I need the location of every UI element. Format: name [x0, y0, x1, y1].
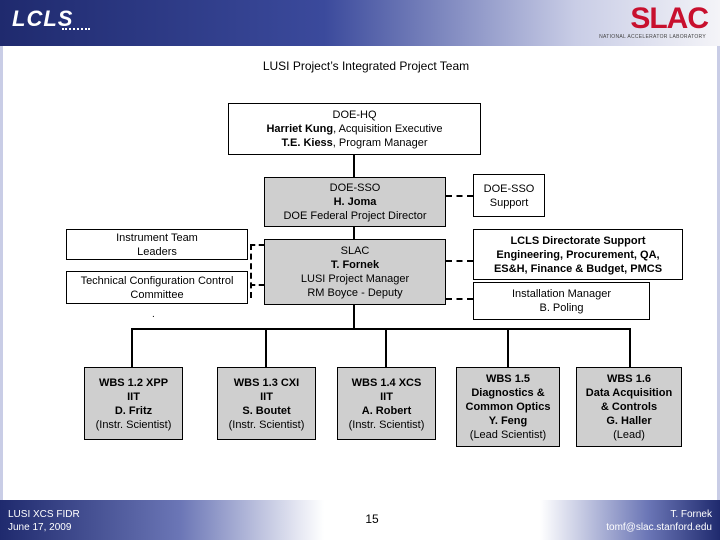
doe-sso-role: DOE Federal Project Director [283, 210, 427, 222]
footer-left: LUSI XCS FIDR June 17, 2009 [8, 508, 80, 534]
wbs-cxi-team: IIT [260, 390, 273, 403]
slac-pm-org: SLAC [340, 245, 370, 257]
tech-config-box: Technical Configuration Control Committe… [66, 271, 248, 304]
lcls-logo: LCLS [12, 6, 74, 31]
doe-sso-support-line2: Support [489, 196, 529, 209]
connector-wbs-4 [507, 328, 509, 367]
footer-author: T. Fornek [670, 509, 712, 520]
wbs-diag-line3: Common Optics [465, 401, 551, 413]
page-number: 15 [365, 512, 379, 526]
doe-sso-box: DOE-SSO H. Joma DOE Federal Project Dire… [264, 177, 446, 227]
doe-sso-support-line1: DOE-SSO [483, 182, 535, 195]
slide-title: LUSI Project’s Integrated Project Team [262, 59, 470, 73]
footer-right: T. Fornek tomf@slac.stanford.edu [606, 508, 712, 534]
wbs-xpp-team: IIT [127, 390, 140, 403]
wbs-cxi-lead: S. Boutet [242, 404, 291, 417]
wbs-box-cxi: WBS 1.3 CXI IIT S. Boutet (Instr. Scient… [217, 367, 316, 440]
lcls-logo-underline [62, 28, 90, 30]
footer-doc-title: LUSI XCS FIDR [8, 509, 80, 520]
footer-email: tomf@slac.stanford.edu [606, 522, 712, 533]
connector-bus [131, 328, 631, 330]
doe-hq-box: DOE-HQ Harriet Kung, Acquisition Executi… [228, 103, 481, 155]
wbs-box-xcs: WBS 1.4 XCS IIT A. Robert (Instr. Scient… [337, 367, 436, 440]
wbs-box-xpp: WBS 1.2 XPP IIT D. Fritz (Instr. Scienti… [84, 367, 183, 440]
dashed-left-bottom [250, 284, 264, 286]
wbs-cxi-title: WBS 1.3 CXI [233, 376, 300, 389]
wbs-xcs-lead: A. Robert [361, 404, 412, 417]
doe-hq-line1: Harriet Kung, Acquisition Executive [266, 123, 443, 135]
left-border [0, 46, 3, 500]
tech-config-line1: Technical Configuration Control [80, 274, 234, 287]
doe-sso-org: DOE-SSO [329, 182, 381, 194]
wbs-box-daq: WBS 1.6 Data Acquisition & Controls G. H… [576, 367, 682, 447]
dashed-left-vertical [250, 244, 252, 298]
install-mgr-box: Installation Manager B. Poling [473, 282, 650, 320]
wbs-diag-lead: Y. Feng [488, 415, 528, 427]
wbs-xpp-title: WBS 1.2 XPP [98, 376, 169, 389]
connector-hq-sso [353, 154, 355, 178]
footer-bar [0, 500, 720, 540]
wbs-diag-line2: Diagnostics & [471, 387, 545, 399]
slac-logo-subtitle: NATIONAL ACCELERATOR LABORATORY [599, 34, 706, 40]
instrument-team-line2: Leaders [137, 245, 177, 258]
instrument-team-line1: Instrument Team [116, 231, 198, 244]
dashed-sso-support [446, 195, 473, 197]
connector-wbs-3 [385, 328, 387, 367]
slac-logo: SLAC [630, 2, 709, 35]
slac-pm-name: T. Fornek [330, 259, 380, 271]
lcls-support-line1: LCLS Directorate Support [510, 234, 646, 247]
lcls-support-line3: ES&H, Finance & Budget, PMCS [493, 262, 663, 275]
header-bar: LCLS SLAC NATIONAL ACCELERATOR LABORATOR… [0, 0, 720, 46]
footer-date: June 17, 2009 [8, 522, 72, 533]
dashed-slac-install [446, 298, 473, 300]
lcls-support-box: LCLS Directorate Support Engineering, Pr… [473, 229, 683, 280]
wbs-daq-line2: Data Acquisition [585, 387, 673, 399]
right-border [717, 46, 720, 500]
dashed-left-top [250, 244, 264, 246]
slac-pm-deputy: RM Boyce - Deputy [307, 287, 403, 299]
connector-slac-bus [353, 305, 355, 328]
connector-wbs-5 [629, 328, 631, 367]
lcls-support-line2: Engineering, Procurement, QA, [496, 248, 660, 261]
connector-wbs-1 [131, 328, 133, 367]
tech-config-line2: Committee [130, 288, 184, 301]
wbs-daq-lead: G. Haller [606, 415, 652, 427]
connector-wbs-2 [265, 328, 267, 367]
doe-sso-support-box: DOE-SSO Support [473, 174, 545, 217]
install-mgr-line1: Installation Manager [511, 288, 612, 300]
wbs-xpp-role: (Instr. Scientist) [95, 418, 172, 431]
wbs-daq-title: WBS 1.6 [606, 373, 651, 385]
instrument-team-box: Instrument Team Leaders [66, 229, 248, 260]
wbs-diag-role: (Lead Scientist) [469, 429, 547, 441]
stray-dot: . [152, 309, 155, 320]
doe-hq-org: DOE-HQ [332, 109, 377, 121]
install-mgr-line2: B. Poling [539, 302, 584, 314]
doe-sso-name: H. Joma [333, 196, 377, 208]
wbs-xcs-team: IIT [380, 390, 393, 403]
wbs-daq-line3: & Controls [600, 401, 658, 413]
wbs-cxi-role: (Instr. Scientist) [228, 418, 305, 431]
slac-pm-box: SLAC T. Fornek LUSI Project Manager RM B… [264, 239, 446, 305]
wbs-xpp-lead: D. Fritz [114, 404, 153, 417]
wbs-xcs-role: (Instr. Scientist) [348, 418, 425, 431]
wbs-xcs-title: WBS 1.4 XCS [351, 376, 422, 389]
slac-pm-role: LUSI Project Manager [300, 273, 410, 285]
dashed-slac-directorate [446, 260, 473, 262]
doe-hq-line2: T.E. Kiess, Program Manager [281, 137, 428, 149]
wbs-box-diagnostics: WBS 1.5 Diagnostics & Common Optics Y. F… [456, 367, 560, 447]
connector-sso-slac [353, 227, 355, 239]
wbs-diag-title: WBS 1.5 [485, 373, 530, 385]
wbs-daq-role: (Lead) [613, 429, 645, 441]
